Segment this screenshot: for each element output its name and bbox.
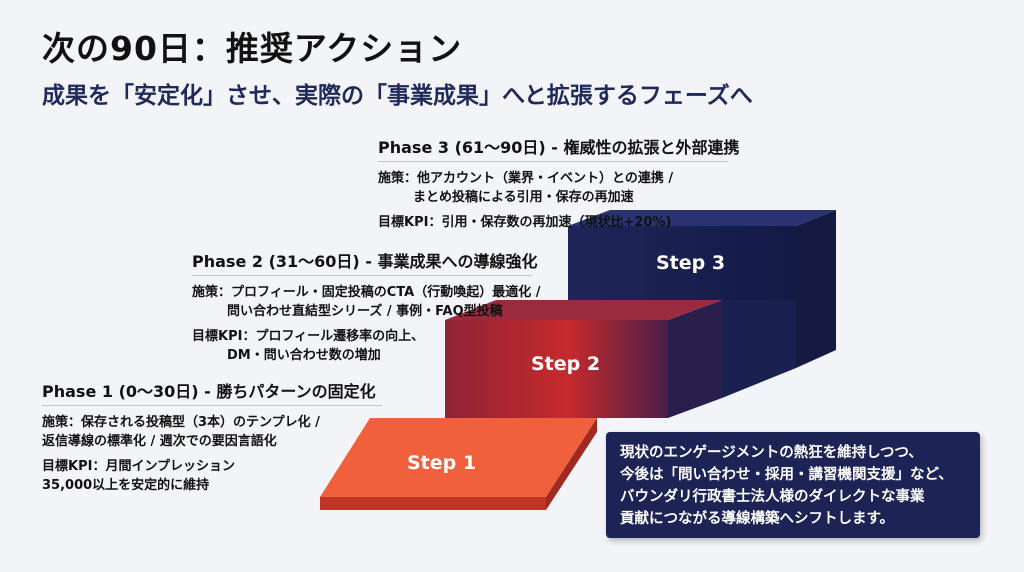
phase2-kpi-line-1: 目標KPI：プロフィール遷移率の向上、 [192, 329, 425, 344]
step3-side-face [796, 210, 836, 368]
callout-line-2: 今後は「問い合わせ・採用・講習機関支援」など、 [620, 467, 953, 483]
phase1-kpi-line-1: 目標KPI：月間インプレッション [42, 459, 236, 474]
step2-riser-face [445, 320, 668, 418]
phase1-block: Phase 1 (0〜30日) - 勝ちパターンの固定化 施策：保存される投稿型… [42, 382, 382, 495]
step3-riser-face [568, 226, 796, 300]
phase3-block: Phase 3 (61〜90日) - 権威性の拡張と外部連携 施策：他アカウント… [378, 138, 740, 232]
page-title: 次の90日：推奨アクション [42, 29, 463, 68]
phase3-title: Phase 3 (61〜90日) - 権威性の拡張と外部連携 [378, 138, 740, 162]
phase1-measure-line-2: 返信導線の標準化 / 週次での要因言語化 [42, 434, 277, 449]
step1-front-face [320, 497, 546, 510]
phase2-block: Phase 2 (31〜60日) - 事業成果への導線強化 施策：プロフィール・… [192, 252, 540, 365]
callout-line-1: 現状のエンゲージメントの熱狂を維持しつつ、 [620, 445, 923, 461]
step1-label: Step 1 [407, 452, 477, 474]
phase3-measure-line-1: 施策：他アカウント（業界・イベント）との連携 / [378, 171, 674, 186]
phase2-measure-line-1: 施策：プロフィール・固定投稿のCTA（行動喚起）最適化 / [192, 285, 541, 300]
step2-top-edge [445, 300, 722, 320]
callout-line-3: バウンダリ行政書士法人様のダイレクトな事業 [620, 489, 925, 505]
step3-label: Step 3 [656, 252, 726, 274]
page-subtitle: 成果を「安定化」させ、実際の「事業成果」へと拡張するフェーズへ [42, 83, 753, 109]
phase1-title: Phase 1 (0〜30日) - 勝ちパターンの固定化 [42, 382, 382, 406]
callout-line-4: 貢献につながる導線構築へシフトします。 [620, 511, 895, 527]
step3-top-edge [568, 210, 836, 226]
phase1-kpi-line-2: 35,000以上を安定的に維持 [42, 478, 210, 493]
step2-label: Step 2 [531, 353, 601, 375]
phase2-measure-line-2: 問い合わせ直結型シリーズ / 事例・FAQ型投稿 [227, 304, 503, 319]
phase2-kpi-line-2: DM・問い合わせ数の増加 [227, 348, 381, 363]
phase2-title: Phase 2 (31〜60日) - 事業成果への導線強化 [192, 252, 538, 276]
step2-side-face [668, 300, 722, 418]
step1-top-face [320, 418, 597, 497]
phase1-measure-line-1: 施策：保存される投稿型（3本）のテンプレ化 / [42, 415, 320, 430]
step1-side-face [546, 418, 597, 510]
step3-lower-face [722, 300, 796, 398]
phase3-measure-line-2: まとめ投稿による引用・保存の再加速 [413, 190, 634, 205]
phase3-kpi-line-1: 目標KPI：引用・保存数の再加速（現状比+20%) [378, 215, 672, 230]
summary-callout: 現状のエンゲージメントの熱狂を維持しつつ、 今後は「問い合わせ・採用・講習機関支… [606, 432, 980, 538]
